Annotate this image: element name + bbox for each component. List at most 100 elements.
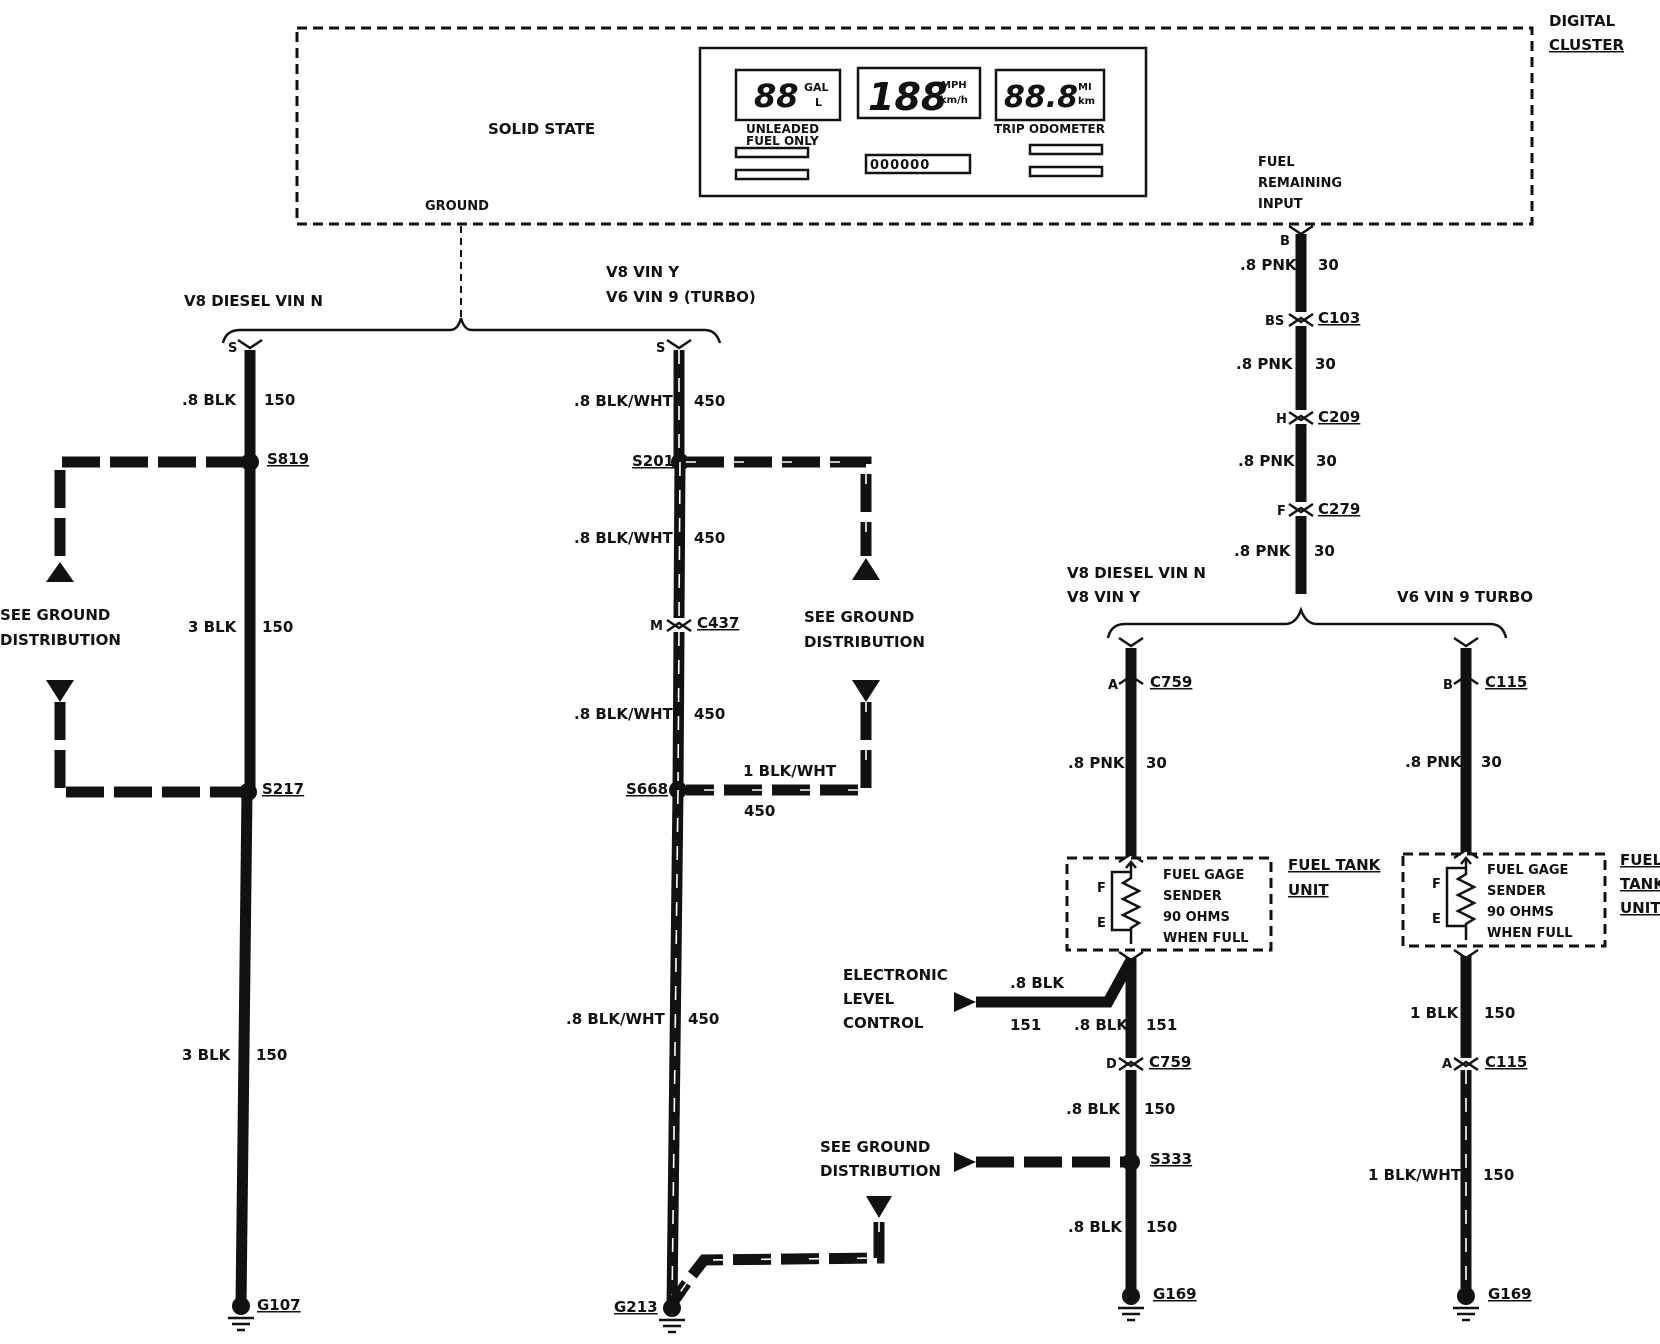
connector-c279-icon — [1288, 502, 1314, 518]
left-ground-dist-dash-2 — [54, 702, 244, 798]
left-s-connector-icon — [237, 338, 263, 350]
fuel-branch-a: A C759 .8 PNK 30 F E FUEL GAGE SENDER 90… — [820, 636, 1382, 1322]
connector-c115-pin: B — [1443, 678, 1453, 693]
sender-b-arrow-icon — [1460, 856, 1472, 865]
speed-units-2: km/h — [940, 95, 968, 106]
connector-c115-label: C115 — [1485, 673, 1527, 691]
left-ground-dist-arrow-down — [46, 680, 74, 702]
left-ground-dist-dash-1 — [54, 456, 244, 560]
trunk-w1-circuit: 30 — [1318, 256, 1339, 274]
mid-w2-gauge: .8 BLK/WHT — [574, 529, 674, 547]
splice-s333-dot — [1122, 1153, 1140, 1171]
splice-s668-label: S668 — [626, 780, 668, 798]
mid-bottom-ground-dist-dash-stripe — [671, 1222, 880, 1305]
sender-a-label-2: SENDER — [1163, 889, 1222, 904]
sender-a-label-3: 90 OHMS — [1163, 910, 1230, 925]
odometer-digits: 000000 — [870, 158, 930, 173]
fuel-variant-brace — [1106, 606, 1508, 639]
speed-units-1: MPH — [941, 80, 967, 91]
fuel-input-trunk: B .8 PNK 30 BS C103 .8 PNK 30 H C209 .8 … — [1067, 224, 1533, 639]
fuel-left-variant-2: V8 VIN Y — [1067, 588, 1141, 606]
trunk-w3-gauge: .8 PNK — [1238, 452, 1296, 470]
left-see-ground-2: DISTRIBUTION — [0, 631, 121, 649]
left-w3-gauge: 3 BLK — [182, 1046, 232, 1064]
sender-b-top-connector-icon — [1453, 848, 1479, 860]
left-w2-circuit: 150 — [262, 618, 293, 636]
trunk-w4-gauge: .8 PNK — [1234, 542, 1292, 560]
elc-gauge: .8 BLK — [1010, 974, 1065, 992]
ground-variant-brace — [221, 317, 722, 344]
elc-wire — [976, 957, 1136, 1008]
left-see-ground-1: SEE GROUND — [0, 606, 110, 624]
sender-b-e: E — [1432, 912, 1441, 927]
left-w1-gauge: .8 BLK — [182, 391, 237, 409]
mid-branch-gauge: 1 BLK/WHT — [743, 762, 837, 780]
mid-w4-circuit: 450 — [688, 1010, 719, 1028]
trip-units-2: km — [1078, 96, 1095, 107]
mid-variant-label-2: V6 VIN 9 (TURBO) — [606, 288, 756, 306]
trunk-pin-b: B — [1280, 234, 1290, 249]
sender-a-wiper-icon — [1110, 870, 1131, 932]
branch-b-top-connector-icon — [1453, 636, 1479, 648]
connector-c759-d-icon — [1118, 1056, 1144, 1072]
connector-c279-label: C279 — [1318, 500, 1360, 518]
connector-c759-d-label: C759 — [1149, 1053, 1191, 1071]
ground-g107-label: G107 — [257, 1296, 301, 1314]
branch-b-w1-circuit: 30 — [1481, 753, 1502, 771]
mid-bottom-ground-dist-arrow — [866, 1196, 892, 1218]
mid-ground-dist-dash-1-stripe — [686, 461, 867, 556]
ground-g169-a-dot — [1122, 1287, 1140, 1305]
mid-w3-circuit: 450 — [694, 705, 725, 723]
connector-c115-a-pin: A — [1442, 1057, 1452, 1072]
sender-a-label-4: WHEN FULL — [1163, 931, 1249, 946]
trip-readout — [994, 68, 1106, 122]
mid-see-ground-1: SEE GROUND — [804, 608, 914, 626]
ground-g107-dot — [232, 1297, 250, 1315]
fuel-digits: 88 — [754, 77, 799, 115]
branch-a-w1-circuit: 30 — [1146, 754, 1167, 772]
trunk-w3-circuit: 30 — [1316, 452, 1337, 470]
elc-label-1: ELECTRONIC — [843, 966, 948, 984]
trunk-b-connector-icon — [1288, 224, 1314, 236]
mid-w2-circuit: 450 — [694, 529, 725, 547]
speed-readout — [856, 66, 982, 120]
connector-c103-pin: BS — [1265, 314, 1284, 329]
mid-s-pin: S — [656, 341, 665, 356]
left-s-pin: S — [228, 341, 237, 356]
branch-a-w3-circuit: 150 — [1144, 1100, 1175, 1118]
trunk-w2-circuit: 30 — [1315, 355, 1336, 373]
sender-a-e: E — [1097, 916, 1106, 931]
mid-s-connector-icon — [666, 338, 692, 350]
mid-w1-gauge: .8 BLK/WHT — [574, 392, 674, 410]
mid-ground-dist-dash-2 — [686, 702, 872, 796]
fuel-tank-unit-b-3: UNIT — [1620, 899, 1660, 917]
indicator-bar-1 — [734, 146, 810, 159]
mid-ground-dist-arrow-up — [852, 558, 880, 580]
cluster-display-panel: 88 GAL L 188 MPH km/h 88.8 MI km UNLEADE… — [698, 46, 1148, 198]
mid-w4-gauge: .8 BLK/WHT — [566, 1010, 666, 1028]
connector-c115-a-label: C115 — [1485, 1053, 1527, 1071]
left-ground-dist-arrow-up — [46, 562, 74, 582]
fuel-left-variant-1: V8 DIESEL VIN N — [1067, 564, 1206, 582]
cluster-ground-label: GROUND — [425, 199, 489, 214]
left-wire-3 — [235, 791, 253, 1307]
sender-b-label-1: FUEL GAGE — [1487, 863, 1568, 878]
branch-a-w1-gauge: .8 PNK — [1068, 754, 1126, 772]
branch-a-w4-circuit: 150 — [1146, 1218, 1177, 1236]
mid-ground-circuit: S .8 BLK/WHT 450 S201 SEE GROUND DISTRIB… — [566, 338, 925, 1334]
indicator-bar-3 — [1028, 143, 1104, 156]
sender-b-wiper-icon — [1445, 866, 1466, 928]
mid-wire-3 — [672, 631, 685, 791]
fuel-readout — [734, 68, 842, 122]
mid-branch-circuit: 450 — [744, 802, 775, 820]
ground-g169-b-dot — [1457, 1287, 1475, 1305]
branch-a-w4-gauge: .8 BLK — [1068, 1218, 1123, 1236]
sender-a-label-1: FUEL GAGE — [1163, 868, 1244, 883]
branch-a-top-connector-icon — [1118, 636, 1144, 648]
ground-g107-icon — [228, 1316, 254, 1332]
mid-ground-dist-arrow-down — [852, 680, 880, 702]
ground-g169-a-label: G169 — [1153, 1285, 1197, 1303]
sender-b-f: F — [1432, 877, 1441, 892]
connector-c279-pin: F — [1277, 504, 1286, 519]
